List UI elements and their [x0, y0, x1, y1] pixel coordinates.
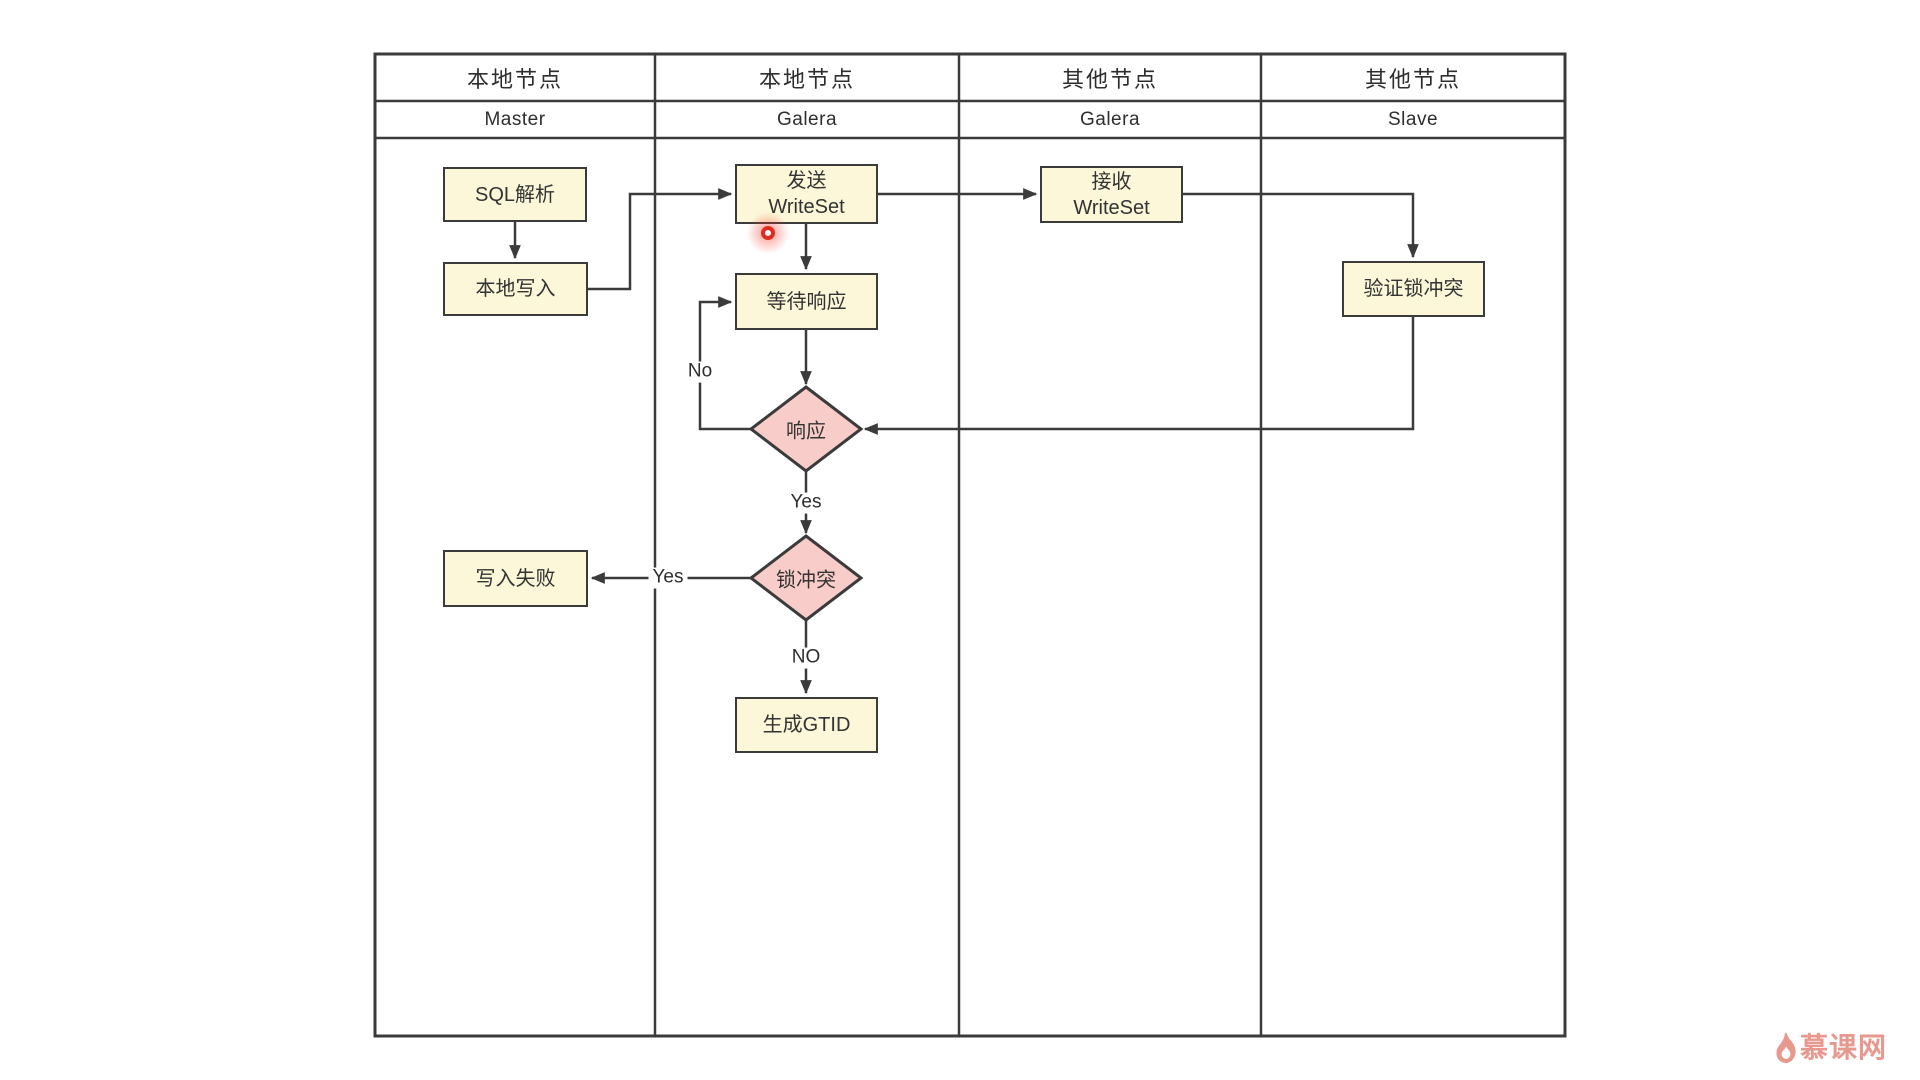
flame-icon — [1776, 1032, 1796, 1063]
lane-role-galera-1: Galera — [776, 108, 838, 130]
lane-role-master: Master — [484, 108, 546, 130]
decision-lock-conflict-shape — [748, 534, 864, 622]
edge-local-write-to-send-writeset — [588, 188, 733, 291]
imooc-logo: 慕课网 — [1774, 1031, 1887, 1065]
node-sql-parse: SQL解析 — [443, 167, 587, 222]
red-pointer-dot — [746, 211, 790, 255]
node-local-write: 本地写入 — [443, 262, 588, 316]
edge-label-yes-response: Yes — [786, 492, 826, 514]
node-verify-lock: 验证锁冲突 — [1342, 261, 1485, 317]
flow-edges — [509, 188, 1419, 695]
edge-label-no-loop: No — [683, 361, 717, 383]
decision-shapes — [748, 385, 864, 622]
node-recv-writeset: 接收 WriteSet — [1040, 166, 1183, 223]
node-lock-conflict-label: 锁冲突 — [776, 569, 836, 592]
lane-role-galera-2: Galera — [1079, 108, 1141, 130]
lane-header-local-node-1: 本地节点 — [466, 66, 563, 92]
lane-header-local-node-2: 本地节点 — [758, 66, 855, 92]
edge-recv-writeset-to-verify-lock — [1183, 192, 1419, 259]
edge-verify-lock-to-response — [863, 317, 1415, 435]
lane-header-other-node-2: 其他节点 — [1364, 66, 1461, 92]
decision-response-shape — [748, 385, 864, 473]
lane-header-other-node-1: 其他节点 — [1061, 66, 1158, 92]
imooc-logo-text: 慕课网 — [1800, 1032, 1888, 1063]
edge-label-no-conflict: NO — [787, 647, 825, 669]
edge-label-yes-conflict: Yes — [648, 567, 688, 589]
lane-role-slave: Slave — [1387, 108, 1439, 130]
swimlane-grid — [373, 52, 1567, 1038]
red-pointer-ring — [761, 226, 775, 240]
node-write-fail: 写入失败 — [443, 550, 588, 607]
node-gen-gtid: 生成GTID — [735, 697, 878, 753]
node-response-label: 响应 — [786, 420, 826, 443]
node-wait-response: 等待响应 — [735, 273, 878, 330]
